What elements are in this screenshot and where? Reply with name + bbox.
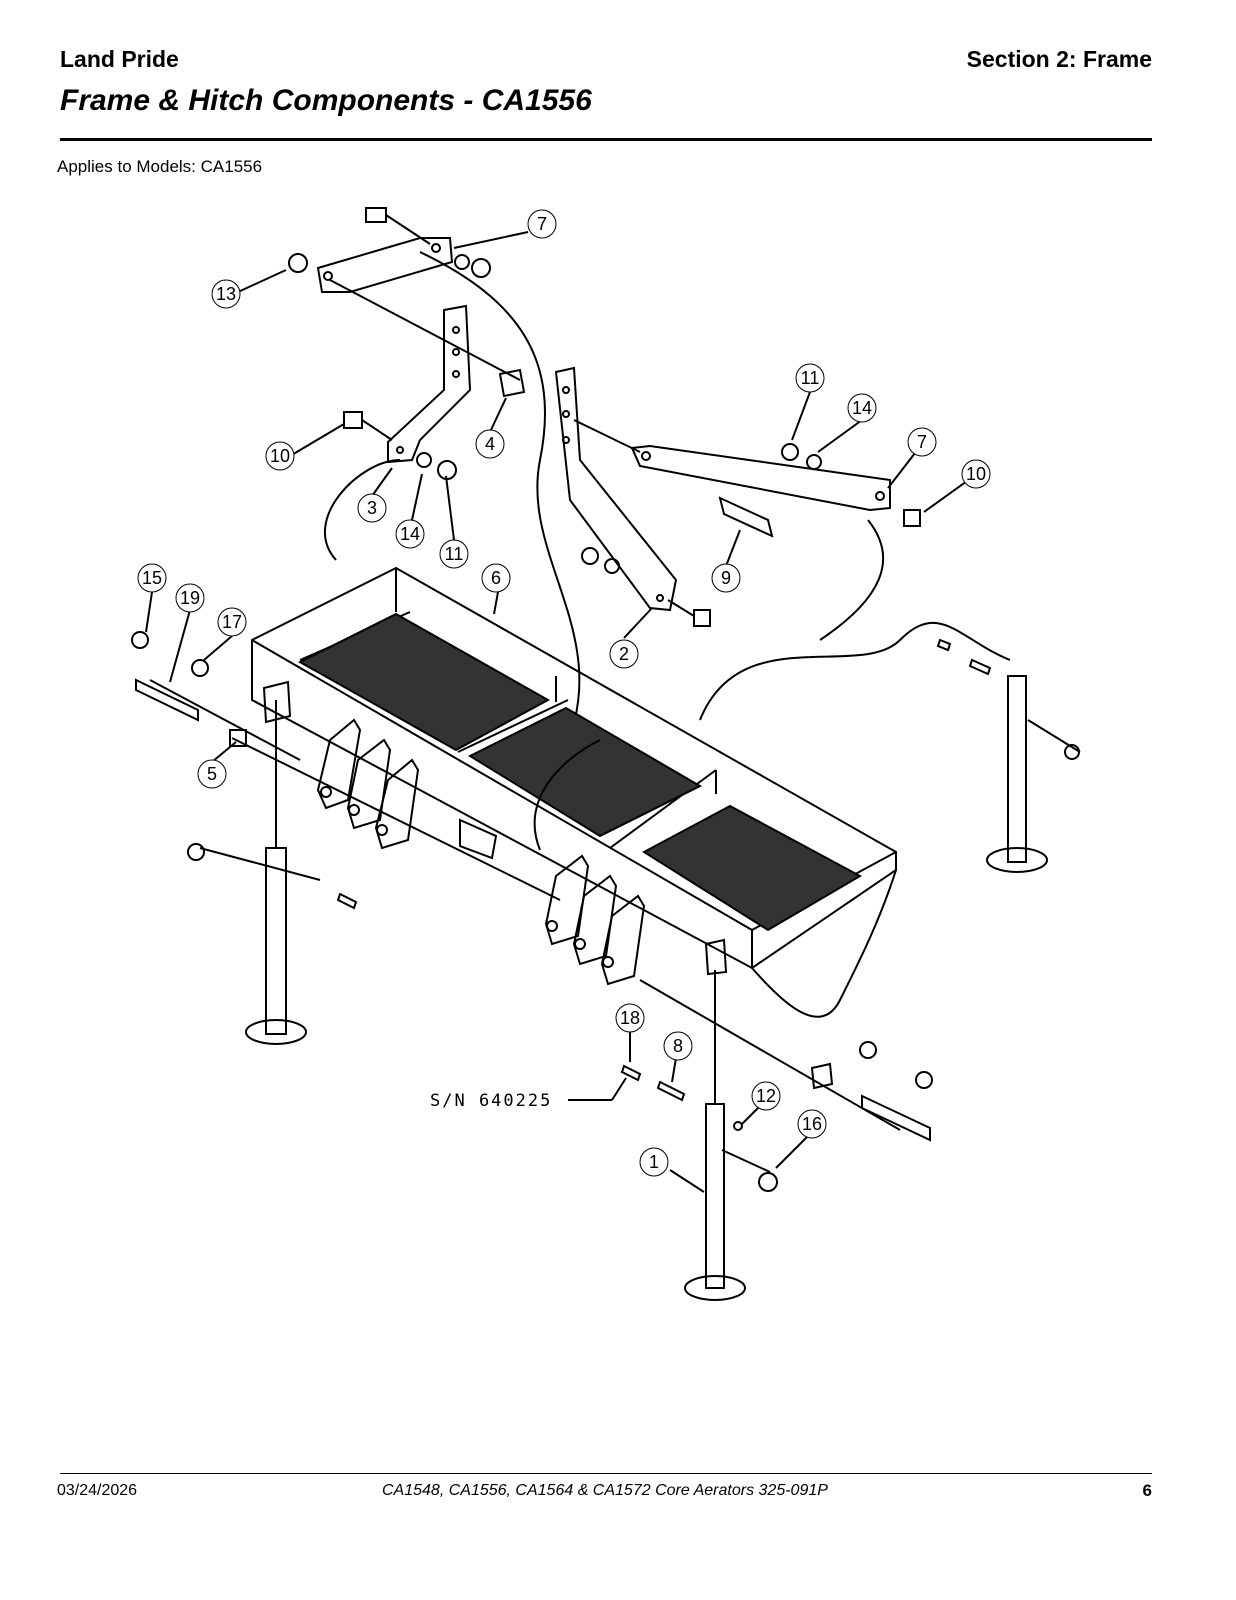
- section-header: Section 2: Frame: [966, 46, 1152, 72]
- svg-text:2: 2: [619, 644, 629, 664]
- callout-11b: 11: [439, 539, 469, 569]
- callout-10a: 10: [265, 441, 295, 471]
- hitch-plate-right: [554, 366, 678, 612]
- svg-text:6: 6: [491, 568, 501, 588]
- callout-1: 1: [639, 1147, 669, 1177]
- svg-text:8: 8: [673, 1036, 683, 1056]
- callout-10b: 10: [961, 459, 991, 489]
- callout-4: 4: [475, 429, 505, 459]
- callout-7a: 7: [527, 209, 557, 239]
- callout-15: 15: [137, 563, 167, 593]
- callout-11a: 11: [795, 363, 825, 393]
- svg-text:14: 14: [400, 524, 420, 544]
- callout-6: 6: [481, 563, 511, 593]
- svg-text:3: 3: [367, 498, 377, 518]
- callout-16: 16: [797, 1109, 827, 1139]
- footer-date: 03/24/2026: [57, 1482, 138, 1499]
- stand-pin-19: [135, 678, 199, 722]
- svg-text:1: 1: [649, 1152, 659, 1172]
- svg-text:11: 11: [445, 544, 464, 564]
- grate-1: [297, 612, 551, 752]
- svg-text:7: 7: [917, 432, 927, 452]
- callout-9: 9: [711, 563, 741, 593]
- svg-text:13: 13: [216, 284, 236, 304]
- svg-text:18: 18: [620, 1008, 640, 1028]
- callout-17: 17: [217, 607, 247, 637]
- svg-text:14: 14: [852, 398, 872, 418]
- callout-2: 2: [609, 639, 639, 669]
- callout-8: 8: [663, 1031, 693, 1061]
- callout-5: 5: [197, 759, 227, 789]
- brand-header: Land Pride: [60, 46, 179, 72]
- applies-to-models: Applies to Models: CA1556: [57, 157, 263, 176]
- grate-2: [467, 706, 703, 838]
- serial-number-note: S/N 640225: [430, 1091, 552, 1111]
- callout-14b: 14: [395, 519, 425, 549]
- svg-text:4: 4: [485, 434, 495, 454]
- callout-12: 12: [751, 1081, 781, 1111]
- svg-text:10: 10: [966, 464, 986, 484]
- svg-text:9: 9: [721, 568, 731, 588]
- page-number: 6: [1142, 1481, 1152, 1500]
- upper-link-right: [630, 444, 891, 512]
- grate-3: [642, 804, 863, 932]
- svg-text:15: 15: [142, 568, 162, 588]
- page-title: Frame & Hitch Components - CA1556: [60, 84, 592, 117]
- svg-text:16: 16: [802, 1114, 822, 1134]
- svg-text:17: 17: [222, 612, 242, 632]
- callout-7b: 7: [907, 427, 937, 457]
- svg-text:11: 11: [801, 368, 820, 388]
- svg-text:10: 10: [270, 446, 290, 466]
- parts-diagram: 1 2 3 4 5 6 7 7 8 9 10 10 11 11 12 13 14…: [131, 207, 1081, 1301]
- callout-13: 13: [211, 279, 241, 309]
- callouts: 1 2 3 4 5 6 7 7 8 9 10 10 11 11 12 13 14…: [137, 209, 991, 1177]
- svg-text:12: 12: [756, 1086, 776, 1106]
- svg-text:19: 19: [180, 588, 200, 608]
- footer-document: CA1548, CA1556, CA1564 & CA1572 Core Aer…: [382, 1482, 828, 1499]
- callout-14a: 14: [847, 393, 877, 423]
- callout-19: 19: [175, 583, 205, 613]
- svg-text:7: 7: [537, 214, 547, 234]
- svg-text:5: 5: [207, 764, 217, 784]
- callout-3: 3: [357, 493, 387, 523]
- hitch-plate-left: [387, 304, 472, 464]
- callout-18: 18: [615, 1003, 645, 1033]
- footer-rule: [60, 1473, 1152, 1474]
- header-rule: [60, 138, 1152, 141]
